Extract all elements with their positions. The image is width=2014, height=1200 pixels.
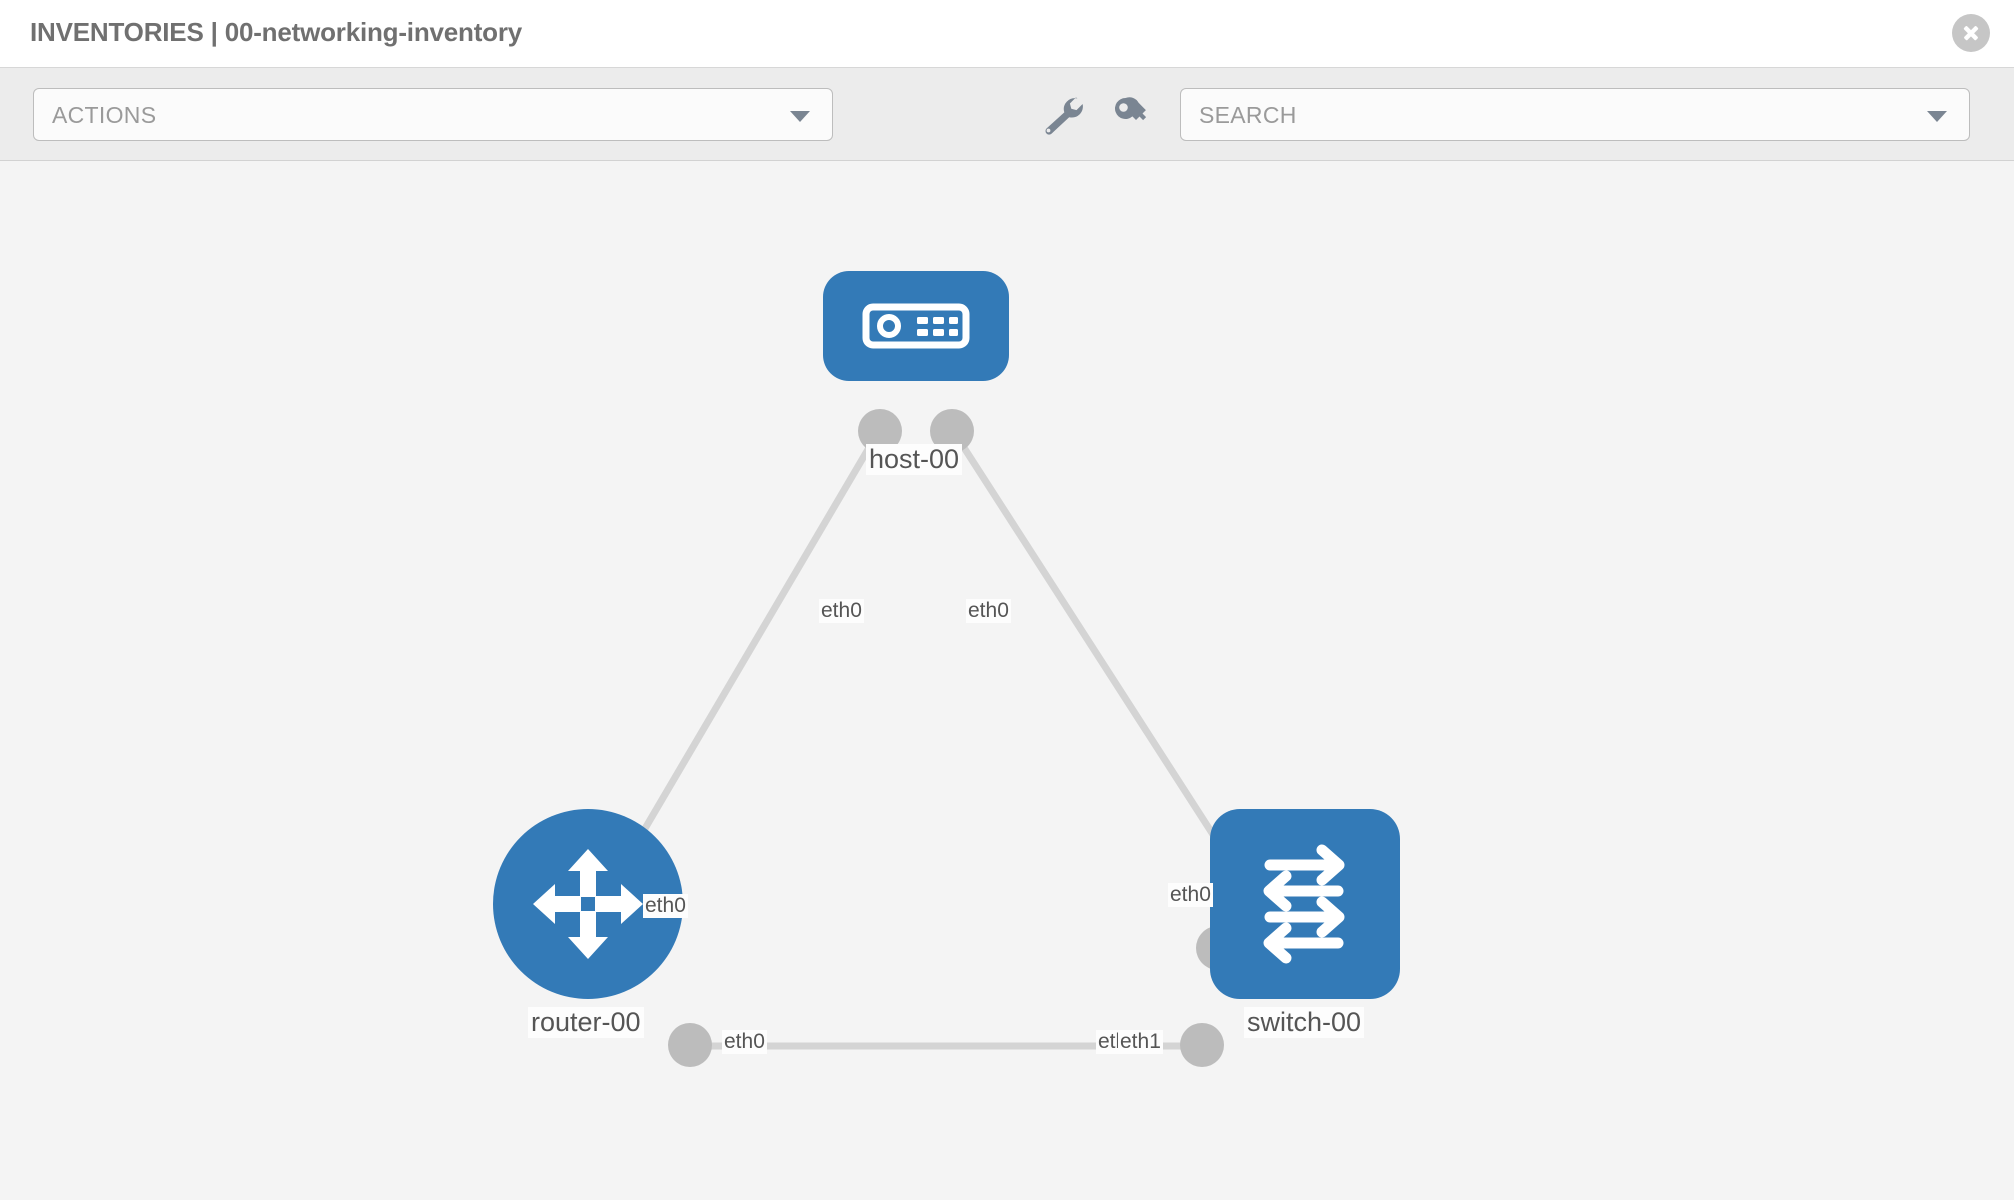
link-label-host00-left: eth0 <box>819 599 864 624</box>
page-header: INVENTORIES | 00-networking-inventory <box>0 0 2014 68</box>
toolbar: ACTIONS SEARCH <box>0 68 2014 161</box>
port-router00-east[interactable] <box>668 1023 712 1067</box>
node-label-router-00: router-00 <box>528 1007 644 1039</box>
chevron-down-icon <box>790 111 810 122</box>
search-input[interactable]: SEARCH <box>1180 88 1970 141</box>
close-icon[interactable] <box>1952 14 1990 52</box>
link-label-switch00-eth1: eth1 <box>1118 1030 1163 1055</box>
link-label-switch00-north: eth0 <box>1168 883 1213 908</box>
chevron-down-icon[interactable] <box>1927 111 1947 122</box>
switch-00-icon-shape[interactable] <box>1210 809 1400 999</box>
server-appliance-icon <box>862 303 970 349</box>
actions-dropdown[interactable]: ACTIONS <box>33 88 833 141</box>
edge-host00-router00 <box>616 425 884 875</box>
link-label-router00-north: eth0 <box>643 894 688 919</box>
link-label-host00-right: eth0 <box>966 599 1011 624</box>
page-title: INVENTORIES | 00-networking-inventory <box>30 17 523 47</box>
key-icon[interactable] <box>1105 90 1155 138</box>
edge-host00-switch00 <box>948 425 1234 865</box>
wrench-icon[interactable] <box>1037 90 1087 138</box>
node-label-host-00: host-00 <box>866 444 963 476</box>
node-label-switch-00: switch-00 <box>1244 1007 1365 1039</box>
host-00-icon-shape[interactable] <box>823 271 1009 381</box>
search-placeholder-label: SEARCH <box>1199 102 1297 128</box>
topology-canvas[interactable]: host-00 router-00 <box>0 161 2014 1200</box>
port-switch00-west[interactable] <box>1180 1023 1224 1067</box>
router-arrows-icon <box>533 849 643 959</box>
actions-dropdown-label: ACTIONS <box>52 102 157 128</box>
link-label-router00-east: eth0 <box>722 1030 767 1055</box>
switch-arrows-icon <box>1263 844 1345 964</box>
